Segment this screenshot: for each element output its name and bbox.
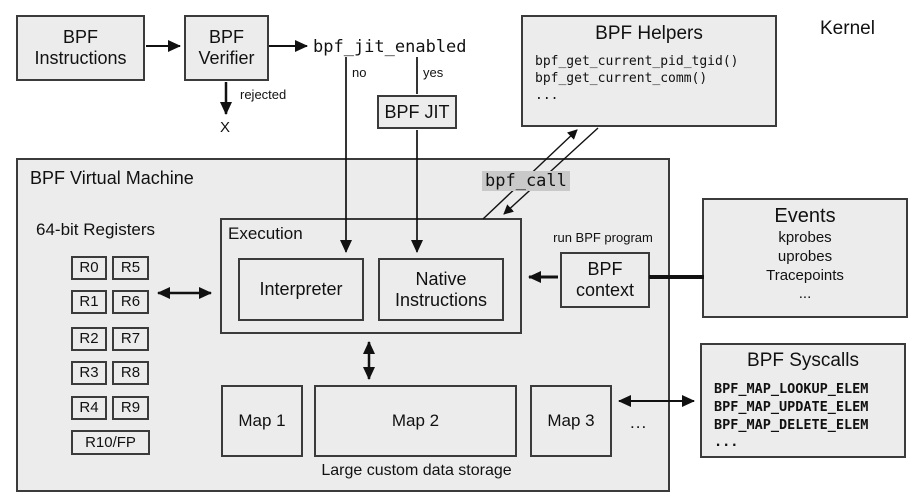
- bpf-instructions-box: BPF Instructions: [16, 15, 145, 81]
- register-r0: R0: [71, 256, 107, 280]
- rejected-x-mark: X: [220, 119, 231, 136]
- event-item: kprobes: [778, 229, 832, 246]
- native-instructions-box: Native Instructions: [378, 258, 504, 321]
- bpf-syscalls-box: BPF Syscalls BPF_MAP_LOOKUP_ELEM BPF_MAP…: [700, 343, 906, 458]
- helper-function: bpf_get_current_pid_tgid(): [535, 54, 739, 69]
- event-item: Tracepoints: [766, 267, 844, 284]
- events-ellipsis: ...: [798, 285, 812, 302]
- events-title: Events: [774, 205, 836, 227]
- map3-label: Map 3: [547, 411, 595, 431]
- syscall-item: BPF_MAP_UPDATE_ELEM: [714, 399, 869, 415]
- event-item: uprobes: [777, 248, 833, 265]
- syscall-item: BPF_MAP_DELETE_ELEM: [714, 417, 869, 433]
- bpf-verifier-label: BPF Verifier: [198, 27, 255, 68]
- map2-box: Map 2: [314, 385, 517, 457]
- syscalls-ellipsis: ...: [714, 434, 739, 450]
- helper-function: bpf_get_current_comm(): [535, 71, 708, 86]
- bpf-context-label: BPF context: [575, 259, 635, 300]
- bpf-jit-label: BPF JIT: [384, 101, 450, 122]
- register-r5: R5: [112, 256, 149, 280]
- events-box: Events kprobes uprobes Tracepoints ...: [702, 198, 908, 318]
- register-r3: R3: [71, 361, 107, 385]
- register-r6: R6: [112, 290, 149, 314]
- execution-title: Execution: [228, 224, 303, 243]
- bpf-call-label: bpf_call: [482, 171, 570, 191]
- register-r2: R2: [71, 327, 107, 351]
- map1-label: Map 1: [238, 411, 286, 431]
- maps-ellipsis: ...: [630, 413, 648, 432]
- bpf-instructions-label: BPF Instructions: [34, 27, 127, 68]
- registers-title: 64-bit Registers: [36, 220, 156, 239]
- interpreter-label: Interpreter: [259, 279, 343, 300]
- register-r8: R8: [112, 361, 149, 385]
- syscall-item: BPF_MAP_LOOKUP_ELEM: [714, 381, 869, 397]
- bpf-jit-box: BPF JIT: [377, 95, 457, 129]
- register-r9: R9: [112, 396, 149, 420]
- bpf-helpers-box: BPF Helpers bpf_get_current_pid_tgid() b…: [521, 15, 777, 127]
- register-r10-fp: R10/FP: [71, 430, 150, 455]
- bpf-jit-enabled-label: bpf_jit_enabled: [313, 37, 467, 57]
- rejected-label: rejected: [240, 87, 287, 102]
- bpf-syscalls-title: BPF Syscalls: [747, 350, 859, 371]
- bpf-context-box: BPF context: [560, 252, 650, 308]
- register-r4: R4: [71, 396, 107, 420]
- helpers-ellipsis: ...: [535, 88, 559, 103]
- bpf-verifier-box: BPF Verifier: [184, 15, 269, 81]
- native-instructions-label: Native Instructions: [394, 268, 488, 310]
- vm-title: BPF Virtual Machine: [30, 168, 194, 188]
- interpreter-box: Interpreter: [238, 258, 364, 321]
- yes-branch-label: yes: [423, 65, 444, 80]
- storage-caption: Large custom data storage: [321, 462, 512, 479]
- map2-label: Map 2: [391, 411, 440, 431]
- register-r7: R7: [112, 327, 149, 351]
- register-r1: R1: [71, 290, 107, 314]
- map3-box: Map 3: [530, 385, 612, 457]
- no-branch-label: no: [352, 65, 367, 80]
- kernel-label: Kernel: [820, 18, 875, 39]
- map1-box: Map 1: [221, 385, 303, 457]
- bpf-helpers-title: BPF Helpers: [595, 23, 703, 44]
- run-bpf-program-label: run BPF program: [553, 230, 653, 245]
